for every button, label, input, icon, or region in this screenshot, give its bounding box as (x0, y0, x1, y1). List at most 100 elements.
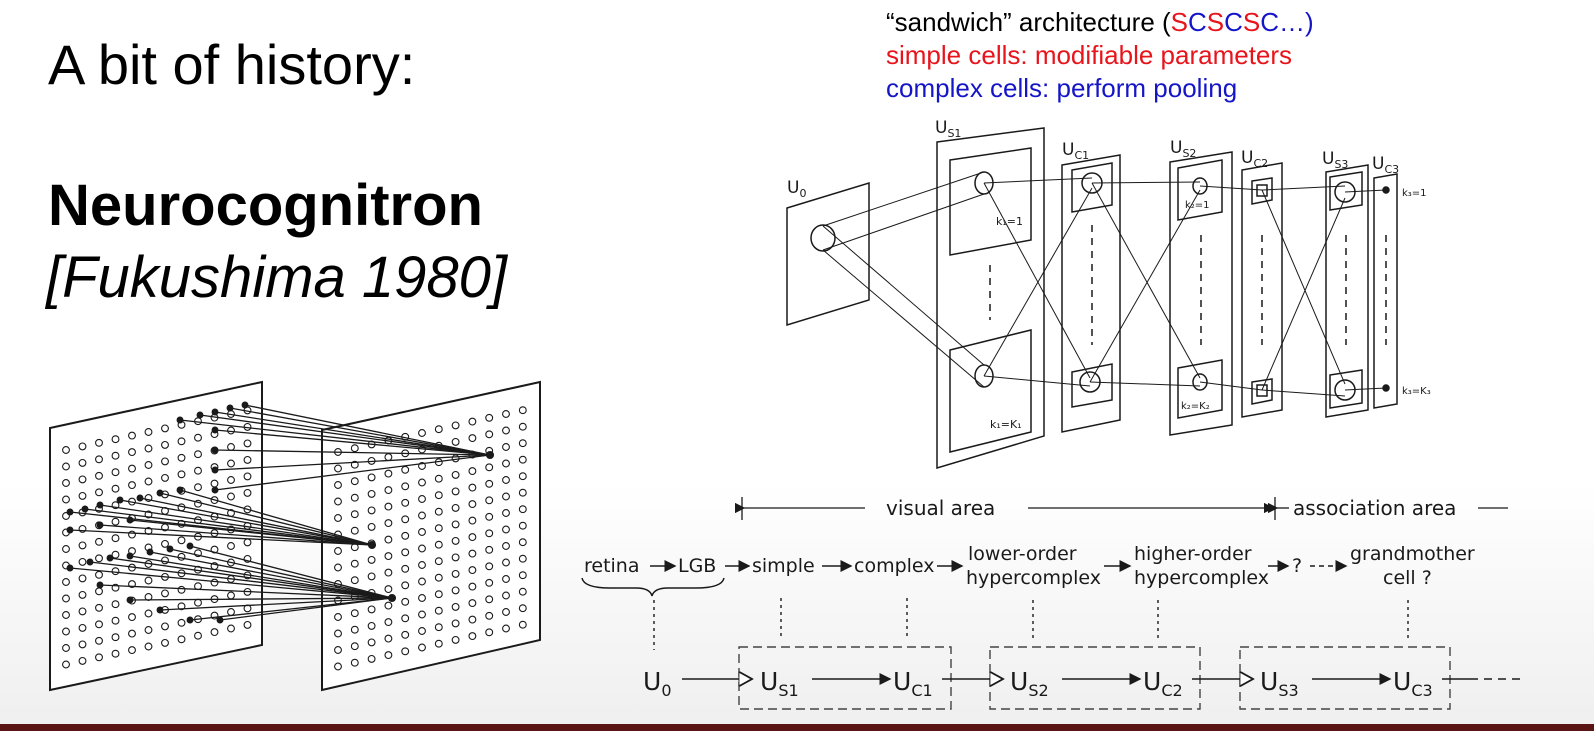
connection-line (179, 489, 373, 546)
layer-labels: U0 US1 UC1 US2 UC2 US3 UC3 k₁=1 k₁=K₁ k₂… (787, 118, 1431, 431)
grid-dot (401, 465, 410, 474)
connection-line (84, 508, 373, 546)
grid-dot (95, 455, 103, 464)
source-node (186, 542, 194, 550)
source-node (211, 446, 219, 454)
layer-uc2-frame (1241, 162, 1283, 418)
stage-higher-hypercomplex: hypercomplex (1134, 567, 1269, 589)
grid-dot (177, 536, 186, 545)
label-us2: US2 (1170, 138, 1196, 160)
layer-uc1-frame (1061, 154, 1121, 433)
grid-dot (111, 550, 120, 559)
connection-line (69, 529, 373, 546)
grid-dot (451, 437, 460, 446)
grid-dot (194, 631, 202, 640)
grid-dot (451, 619, 460, 628)
grid-dot (434, 425, 443, 434)
source-node (211, 426, 219, 434)
grid-dot (334, 629, 342, 638)
grid-dot (367, 522, 376, 531)
connection-line (139, 497, 373, 546)
layer-uc1-plane-top (1071, 162, 1113, 213)
grid-dot (485, 595, 494, 604)
model-uc2: UC2 (1143, 667, 1183, 700)
grid-dot (485, 430, 494, 439)
grid-dot (502, 558, 510, 567)
grid-dot (177, 585, 186, 594)
label-uc1: UC1 (1062, 140, 1089, 162)
grid-dot (468, 483, 477, 492)
grid-dot (401, 647, 410, 656)
grid-dot (78, 557, 87, 566)
grid-dot (350, 576, 359, 585)
layer-us1-plane-top (949, 147, 1032, 256)
seq-c-1: C (1188, 7, 1207, 37)
grid-dot (518, 538, 527, 547)
input-plane (49, 380, 263, 692)
grid-dot (485, 512, 494, 521)
grid-dot (502, 608, 510, 616)
model-uc3: UC3 (1393, 667, 1433, 700)
grid-dot (62, 479, 70, 487)
grid-dot (194, 483, 202, 492)
grid-dot (418, 429, 426, 437)
seq-c-3: C (1260, 7, 1280, 37)
grid-dot (78, 475, 87, 484)
grid-dot (384, 618, 393, 627)
grid-dot (62, 578, 70, 586)
grid-dot (401, 515, 410, 524)
grid-dot (367, 489, 376, 498)
grid-dot (468, 467, 477, 476)
grid-dot (468, 500, 477, 509)
grid-dot (243, 472, 252, 481)
layer-us2-frame (1169, 151, 1233, 436)
grid-dot (384, 535, 393, 544)
model-us2: US2 (1010, 667, 1049, 700)
grid-dot (485, 562, 494, 571)
grid-dot (401, 630, 410, 639)
source-node (186, 616, 194, 624)
grid-dot (434, 524, 443, 533)
grid-dot (243, 538, 252, 547)
citation: [Fukushima 1980] (46, 245, 508, 310)
grid-dot (334, 563, 342, 572)
connectivity-figure (49, 380, 541, 692)
connection-line (129, 597, 393, 601)
connection-line (149, 551, 393, 599)
connection-line (214, 429, 491, 456)
model-uc1: UC1 (893, 667, 933, 700)
grid-dot (502, 542, 510, 550)
grid-dot (384, 469, 393, 478)
grid-dot (468, 533, 477, 542)
grid-dot (161, 457, 169, 466)
grid-dot (78, 640, 87, 649)
source-node (166, 545, 174, 553)
connection-line (99, 524, 373, 546)
grid-dot (194, 582, 202, 591)
model-u0: U0 (643, 667, 672, 700)
grid-dot (95, 554, 103, 563)
grid-dot (434, 623, 443, 632)
source-node (126, 596, 134, 604)
grid-dot (144, 576, 153, 585)
grid-dot (485, 628, 494, 637)
grid-dot (367, 605, 376, 614)
grid-dot (350, 526, 359, 535)
grid-dot (334, 613, 342, 621)
source-node (196, 411, 204, 419)
grid-dot (62, 660, 70, 669)
connection-line (189, 545, 393, 599)
grid-dot (144, 626, 153, 634)
grid-dot (95, 603, 103, 612)
plane-label-k3-K3: k₃=K₃ (1402, 386, 1431, 397)
connection-line (214, 411, 491, 456)
visual-area-label: visual area (886, 496, 995, 520)
grid-dot (502, 624, 510, 633)
grid-dot (78, 458, 87, 467)
biological-stages: retina LGB simple complex lower-order hy… (584, 543, 1475, 589)
plane-label-k3-1: k₃=1 (1402, 188, 1427, 199)
stage-lower-order: lower-order (968, 543, 1077, 565)
mapping-lines (653, 598, 1409, 650)
grid-dot (401, 614, 410, 623)
grid-dot (418, 511, 426, 520)
